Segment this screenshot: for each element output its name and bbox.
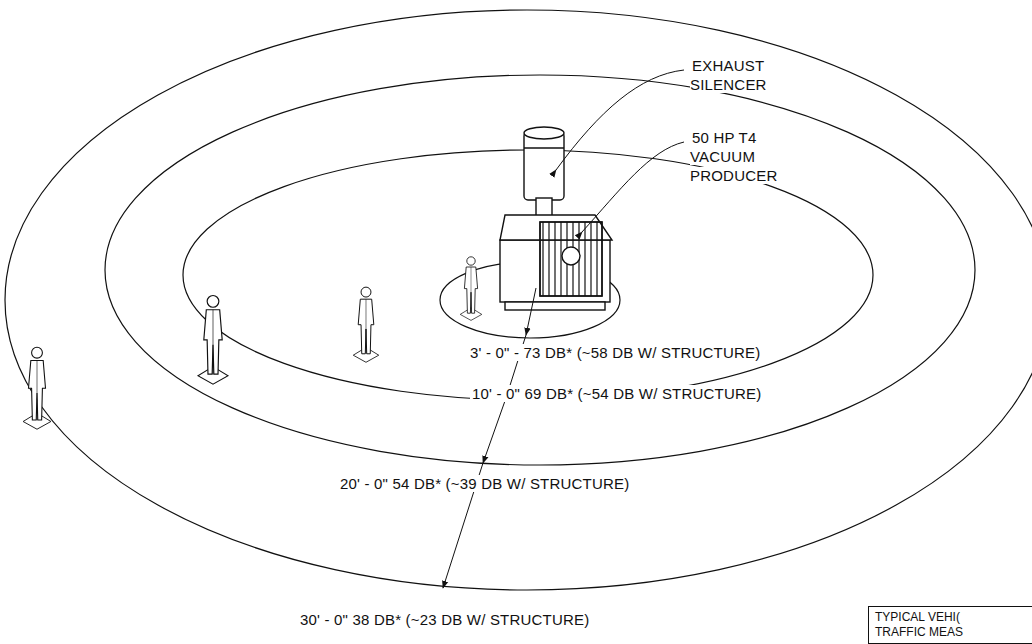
vacuum-producer [500,127,612,310]
label-text: 3' - 0" - 73 DB* (~58 DB W/ STRUCTURE) [468,344,762,361]
note-text: TYPICAL VEHI( TRAFFIC MEAS [869,607,981,643]
distance-rings [5,10,1032,590]
callout-label: 50 HP T4 VACUUM PRODUCER [690,128,802,185]
note-box: TYPICAL VEHI( TRAFFIC MEAS [868,606,1032,644]
label-text: 20' - 0" 54 DB* (~39 DB W/ STRUCTURE) [338,475,631,492]
label-text: 50 HP T4 VACUUM PRODUCER [690,129,779,184]
distance-arrows [443,288,536,588]
distance-label: 10' - 0" 69 DB* (~54 DB W/ STRUCTURE) [470,384,763,403]
leader-lines [556,70,684,232]
distance-label: 20' - 0" 54 DB* (~39 DB W/ STRUCTURE) [338,474,631,493]
people-figures [23,257,482,429]
label-text: EXHAUST SILENCER [690,57,769,93]
label-text: 10' - 0" 69 DB* (~54 DB W/ STRUCTURE) [470,385,763,402]
distance-label: 30' - 0" 38 DB* (~23 DB W/ STRUCTURE) [298,610,591,629]
distance-label: 3' - 0" - 73 DB* (~58 DB W/ STRUCTURE) [468,343,762,362]
label-text: 30' - 0" 38 DB* (~23 DB W/ STRUCTURE) [298,611,591,628]
callout-label: EXHAUST SILENCER [690,56,800,94]
